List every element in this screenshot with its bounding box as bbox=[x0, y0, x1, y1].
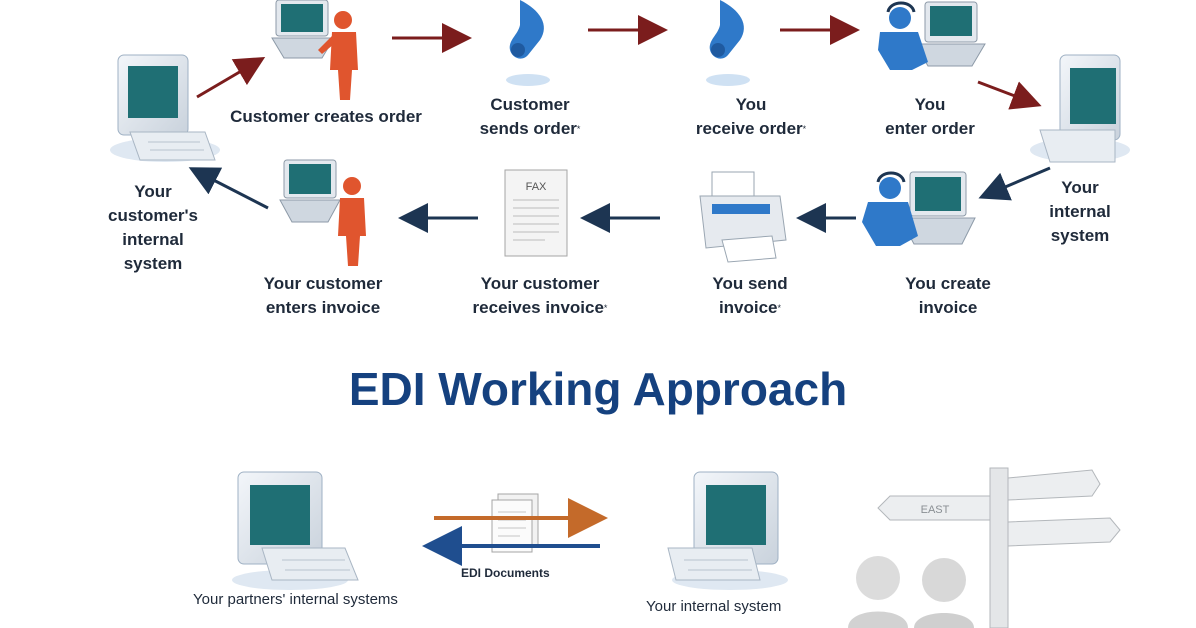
arrow-6 bbox=[978, 166, 1051, 201]
label-your-internal-system: Your internal system bbox=[1040, 176, 1120, 248]
label-line: receives invoice* bbox=[455, 296, 625, 320]
label-line: Your customer bbox=[480, 274, 600, 293]
footnote-mark: * bbox=[777, 303, 782, 313]
label-line: customer's bbox=[107, 206, 199, 225]
edi-documents-icon bbox=[491, 493, 539, 553]
label-text: receive order bbox=[695, 119, 803, 138]
label-you-send-invoice: You send invoice* bbox=[690, 272, 810, 320]
partner-computer-icon bbox=[232, 471, 359, 590]
label-line: Your bbox=[134, 182, 172, 201]
label-line: Customer creates order bbox=[230, 107, 422, 126]
label-line: invoice bbox=[918, 298, 978, 317]
customer-person-laptop-icon bbox=[271, 0, 358, 100]
label-line: Customer bbox=[490, 95, 570, 114]
label-line: enter order bbox=[885, 119, 975, 138]
label-partners-internal-systems: Your partners' internal systems bbox=[193, 591, 398, 608]
people-figures-icon bbox=[848, 556, 974, 628]
label-line: internal bbox=[122, 230, 184, 249]
label-line: You send bbox=[712, 274, 788, 293]
label-text: sends order bbox=[479, 119, 577, 138]
label-line: You bbox=[914, 95, 946, 114]
your-edi-computer-icon bbox=[667, 471, 788, 590]
label-line: receive order* bbox=[676, 117, 826, 141]
signpost-icon: EAST bbox=[877, 467, 1121, 628]
customer-enters-invoice-icon bbox=[279, 159, 366, 266]
operator-enter-order-icon bbox=[878, 1, 986, 70]
label-text: invoice bbox=[718, 298, 778, 317]
page-title: EDI Working Approach bbox=[348, 363, 848, 415]
label-line: invoice* bbox=[690, 296, 810, 320]
label-your-internal-system-edi: Your internal system bbox=[646, 598, 782, 615]
label-customer-enters-invoice: Your customer enters invoice bbox=[248, 272, 398, 320]
label-customer-receives-invoice: Your customer receives invoice* bbox=[455, 272, 625, 320]
label-text: receives invoice bbox=[472, 298, 604, 317]
label-line: enters invoice bbox=[265, 298, 381, 317]
phone-icon-receive bbox=[706, 0, 750, 86]
label-line: Your customer bbox=[263, 274, 383, 293]
label-line: You create bbox=[905, 274, 991, 293]
footnote-mark: * bbox=[576, 124, 581, 134]
label-line: sends order* bbox=[460, 117, 600, 141]
label-customer-creates-order: Customer creates order bbox=[216, 105, 436, 129]
phone-icon-send bbox=[506, 0, 550, 86]
your-computer-icon bbox=[1030, 54, 1130, 163]
printer-icon bbox=[699, 171, 787, 263]
label-line: system bbox=[123, 254, 183, 273]
footnote-mark: * bbox=[603, 303, 608, 313]
label-line: internal bbox=[1049, 202, 1111, 221]
label-line: Your bbox=[1061, 178, 1099, 197]
arrow-1 bbox=[196, 56, 266, 99]
operator-create-invoice-icon bbox=[862, 171, 976, 246]
arrow-10 bbox=[188, 167, 269, 210]
label-edi-documents: EDI Documents bbox=[461, 566, 550, 580]
arrow-5 bbox=[977, 80, 1042, 110]
label-customer-internal-system: Your customer's internal system bbox=[98, 180, 208, 276]
label-line: You bbox=[735, 95, 767, 114]
customer-computer-icon bbox=[110, 54, 220, 162]
label-customer-sends-order: Customer sends order* bbox=[460, 93, 600, 141]
label-line: system bbox=[1050, 226, 1110, 245]
label-you-enter-order: You enter order bbox=[870, 93, 990, 141]
svg-text:FAX: FAX bbox=[526, 181, 547, 193]
label-you-create-invoice: You create invoice bbox=[888, 272, 1008, 320]
sign-text: EAST bbox=[921, 504, 950, 516]
label-you-receive-order: You receive order* bbox=[676, 93, 826, 141]
fax-document-icon: FAX bbox=[504, 169, 568, 257]
footnote-mark: * bbox=[802, 124, 807, 134]
